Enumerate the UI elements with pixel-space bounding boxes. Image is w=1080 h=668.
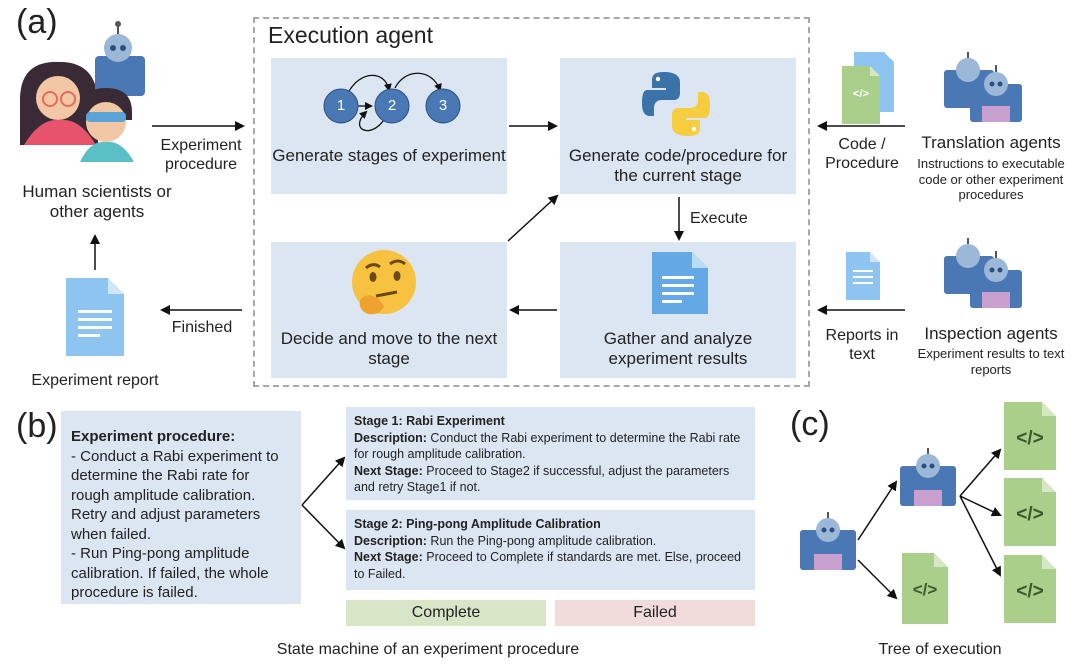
reports-in-text-label: Reports in text xyxy=(825,327,899,364)
code-glyph: </> xyxy=(853,88,869,100)
root-robot-icon xyxy=(800,512,856,570)
python-logo-icon xyxy=(642,72,710,136)
stage-self-loop xyxy=(358,110,386,132)
stage2-desc: Run the Ping-pong amplitude calibration. xyxy=(430,533,657,548)
stage1-next: Proceed to Stage2 if successful, adjust … xyxy=(354,463,730,495)
experiment-report-label: Experiment report xyxy=(31,372,159,389)
stage-node-2 xyxy=(374,88,410,124)
stage-node-2-label: 2 xyxy=(387,97,397,114)
procedure-line-1: - Conduct a Rabi experiment to determine… xyxy=(71,447,279,543)
code-file-icon xyxy=(1004,555,1056,623)
translation-agents-desc: Instructions to executable code or other… xyxy=(917,156,1065,203)
finished-label: Finished xyxy=(171,319,233,336)
code-file-icon xyxy=(1004,402,1056,470)
experiment-procedure-label: Experiment procedure xyxy=(160,137,242,174)
procedure-line-2: - Run Ping-pong amplitude calibration. I… xyxy=(71,545,269,601)
panel-label-c: (c) xyxy=(790,405,830,443)
translation-agents-icon xyxy=(944,52,1022,122)
code-glyph: </> xyxy=(1016,504,1044,525)
reports-file-icon xyxy=(846,252,880,300)
code-file-icon xyxy=(1004,478,1056,546)
execution-agent-frame xyxy=(253,17,810,387)
tree-edge-root-code xyxy=(857,559,898,600)
execution-agent-title: Execution agent xyxy=(268,22,433,48)
stage-edge-2-3 xyxy=(394,72,442,92)
human-scientists-label: Human scientists or other agents xyxy=(22,182,172,222)
stage2-desc-label: Description: xyxy=(354,533,427,548)
stage-node-3-label: 3 xyxy=(438,97,448,114)
translation-agents-title: Translation agents xyxy=(921,133,1061,152)
panel-c-caption: Tree of execution xyxy=(878,641,1002,658)
stage-node-3 xyxy=(425,88,461,124)
execute-label: Execute xyxy=(690,210,748,227)
tree-edge-root-robot xyxy=(857,480,898,541)
tree-edge-robot-code3 xyxy=(959,495,1001,577)
thinking-face-icon xyxy=(352,250,416,315)
code-file-icon xyxy=(902,553,948,624)
code-glyph: </> xyxy=(1016,581,1044,602)
stage1-title: Stage 1: Rabi Experiment xyxy=(354,414,505,428)
gather-label: Gather and analyze experiment results xyxy=(603,329,753,369)
panel-label-b: (b) xyxy=(16,407,58,445)
decide-label: Decide and move to the next stage xyxy=(280,329,498,369)
stage1-desc-label: Description: xyxy=(354,430,427,445)
code-glyph: </> xyxy=(1016,428,1044,449)
arrow-procedure-to-stage1 xyxy=(301,456,346,506)
stage-node-1-label: 1 xyxy=(336,97,346,114)
arrow-decide-to-code xyxy=(507,194,559,242)
generate-code-label: Generate code/procedure for the current … xyxy=(568,146,788,186)
stage2-box: Stage 2: Ping-pong Amplitude Calibration… xyxy=(346,510,755,590)
generate-stages-label: Generate stages of experiment xyxy=(272,146,506,165)
stage-edge-1-2 xyxy=(347,74,392,94)
tree-edge-robot-code2 xyxy=(959,495,1002,517)
child-robot-icon xyxy=(900,448,956,506)
results-document-icon xyxy=(652,252,708,314)
complete-state: Complete xyxy=(346,600,546,626)
stage-graph xyxy=(323,72,461,132)
stage2-next-label: Next Stage: xyxy=(354,550,423,564)
code-glyph: </> xyxy=(912,580,938,599)
inspection-agents-icon xyxy=(944,238,1022,308)
inspection-agents-desc: Experiment results to text reports xyxy=(917,346,1065,377)
procedure-title: Experiment procedure: xyxy=(71,428,236,445)
stage-node-1 xyxy=(323,88,359,124)
tree-edge-robot-code1 xyxy=(959,448,1002,497)
stage2-next: Proceed to Complete if standards are met… xyxy=(354,550,742,581)
inspection-agents-title: Inspection agents xyxy=(924,324,1058,343)
experiment-procedure-box: Experiment procedure: - Conduct a Rabi e… xyxy=(61,411,301,604)
failed-state: Failed xyxy=(555,600,755,626)
human-scientists-icon xyxy=(20,21,145,162)
stage1-desc: Conduct the Rabi experiment to determine… xyxy=(354,430,741,462)
generate-stages-box xyxy=(271,58,507,194)
stage1-next-label: Next Stage: xyxy=(354,463,423,478)
code-procedure-label: Code / Procedure xyxy=(825,136,899,173)
panel-label-a: (a) xyxy=(16,3,58,41)
experiment-report-icon xyxy=(66,278,124,356)
arrow-procedure-to-stage2 xyxy=(301,504,346,550)
panel-b-caption: State machine of an experiment procedure xyxy=(276,641,580,658)
code-procedure-files-icon xyxy=(842,52,894,124)
stage1-box: Stage 1: Rabi Experiment Description: Co… xyxy=(346,407,755,500)
stage2-title: Stage 2: Ping-pong Amplitude Calibration xyxy=(354,517,601,531)
